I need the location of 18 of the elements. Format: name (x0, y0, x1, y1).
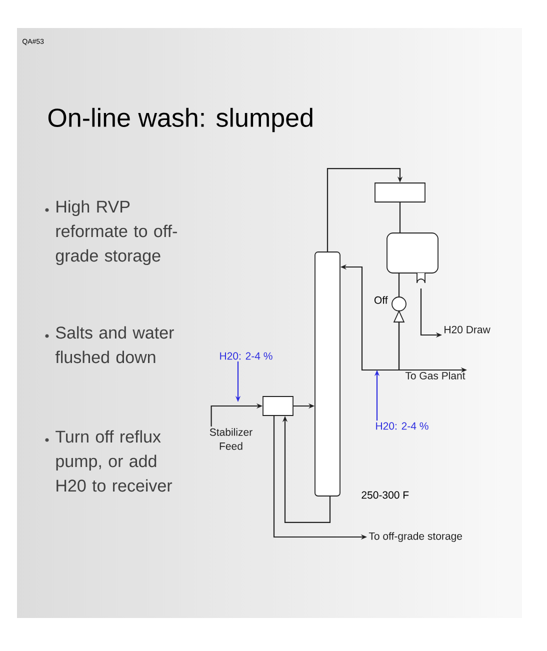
drum-vessel (386, 232, 438, 284)
column-vessel (314, 252, 340, 496)
stream-label: To off-grade storage (368, 532, 462, 542)
bullet-item: Salts and water flushed down (55, 326, 174, 364)
equipment-box (262, 396, 294, 416)
equipment-box (374, 182, 426, 202)
stream-note: 250-300 F (362, 491, 409, 499)
bullet-item: High RVP reformate to off-grade storage (56, 200, 177, 266)
slide-title: On-line wash: slumped (48, 108, 312, 132)
stream-label: H20: 2-4 % (220, 352, 272, 360)
flow-arrow (326, 168, 403, 252)
stream-note: Off (374, 296, 388, 304)
stream-label: Stabilizer Feed (210, 428, 252, 450)
stream-label: To Gas Plant (405, 372, 466, 380)
pump-symbol (392, 296, 406, 322)
bullet-item: Turn off reflux pump, or add H20 to receiver (56, 430, 172, 492)
stream-label: H20 Draw (444, 326, 490, 334)
stream-label: H20: 2-4 % (376, 422, 428, 430)
